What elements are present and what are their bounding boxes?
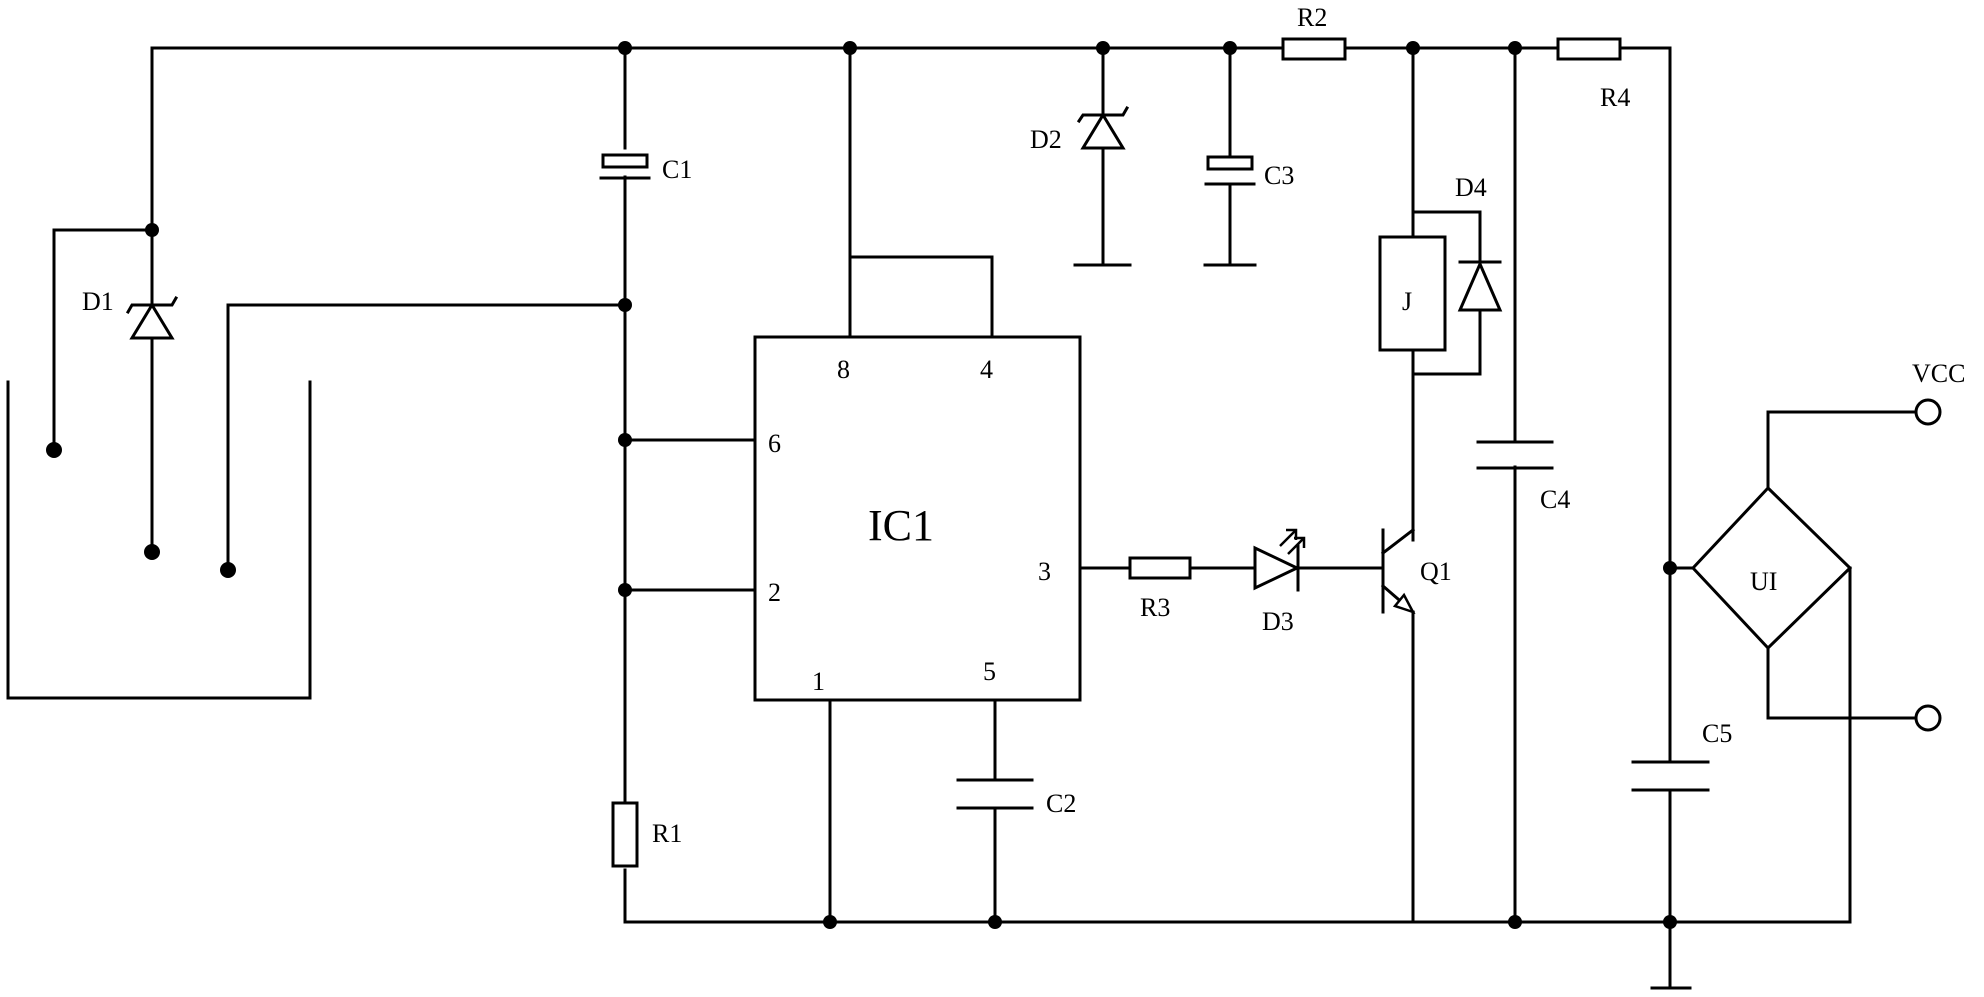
junction-dot	[1663, 561, 1677, 575]
label-vcc: VCC	[1912, 359, 1965, 388]
ic-pin-1: 1	[812, 667, 825, 696]
probe-electrode-2	[144, 544, 160, 560]
probe-electrode-3	[220, 562, 236, 578]
capacitor-c3	[1204, 155, 1256, 186]
junction-dot	[618, 298, 632, 312]
junction-dot	[618, 583, 632, 597]
diode-d1	[125, 295, 179, 340]
label-d1: D1	[82, 287, 114, 316]
junction-dot	[823, 915, 837, 929]
resistor-r3	[1128, 556, 1192, 580]
junction-dots	[145, 41, 1677, 929]
label-c3: C3	[1264, 161, 1294, 190]
ic-pin-2: 2	[768, 578, 781, 607]
junction-dot	[1223, 41, 1237, 55]
transistor-q1	[1380, 527, 1416, 615]
label-q1: Q1	[1420, 557, 1452, 586]
resistor-r1	[611, 801, 639, 868]
label-c4: C4	[1540, 485, 1570, 514]
led-d3	[1253, 528, 1306, 592]
relay-coil-j	[1378, 235, 1447, 352]
capacitor-c2	[956, 778, 1034, 810]
capacitor-c1	[599, 153, 651, 180]
water-tank	[6, 380, 312, 700]
junction-dot	[145, 223, 159, 237]
label-relay: J	[1402, 287, 1412, 316]
wires	[52, 46, 1917, 990]
terminal-gnd	[1914, 704, 1942, 732]
ic1-chip	[753, 335, 1082, 702]
label-r2: R2	[1297, 3, 1327, 32]
ic-pin-6: 6	[768, 429, 781, 458]
ic1-label: IC1	[868, 501, 934, 550]
label-c2: C2	[1046, 789, 1076, 818]
ic-pin-8: 8	[837, 355, 850, 384]
resistor-r4	[1556, 37, 1622, 61]
junction-dot	[618, 433, 632, 447]
label-r1: R1	[652, 819, 682, 848]
junction-dot	[988, 915, 1002, 929]
label-d3: D3	[1262, 607, 1294, 636]
junction-dot	[843, 41, 857, 55]
label-r3: R3	[1140, 593, 1170, 622]
capacitor-c5	[1631, 760, 1710, 792]
capacitor-c4	[1476, 440, 1554, 470]
junction-dot	[1508, 41, 1522, 55]
bridge-rectifier-ui	[1690, 485, 1853, 651]
label-c5: C5	[1702, 719, 1732, 748]
resistor-r2	[1281, 37, 1347, 61]
probe-electrode-1	[46, 442, 62, 458]
ic-pin-4: 4	[980, 355, 993, 384]
junction-dot	[1663, 915, 1677, 929]
label-d2: D2	[1030, 125, 1062, 154]
ic-pin-5: 5	[983, 657, 996, 686]
junction-dot	[1096, 41, 1110, 55]
junction-dot	[618, 41, 632, 55]
label-c1: C1	[662, 155, 692, 184]
diode-d4	[1457, 260, 1503, 312]
junction-dot	[1406, 41, 1420, 55]
label-r4: R4	[1600, 83, 1630, 112]
terminal-vcc	[1914, 398, 1942, 426]
label-bridge: UI	[1750, 567, 1777, 596]
ic-pin-3: 3	[1038, 557, 1051, 586]
label-d4: D4	[1455, 173, 1487, 202]
diode-d2	[1076, 105, 1130, 150]
junction-dot	[1508, 915, 1522, 929]
